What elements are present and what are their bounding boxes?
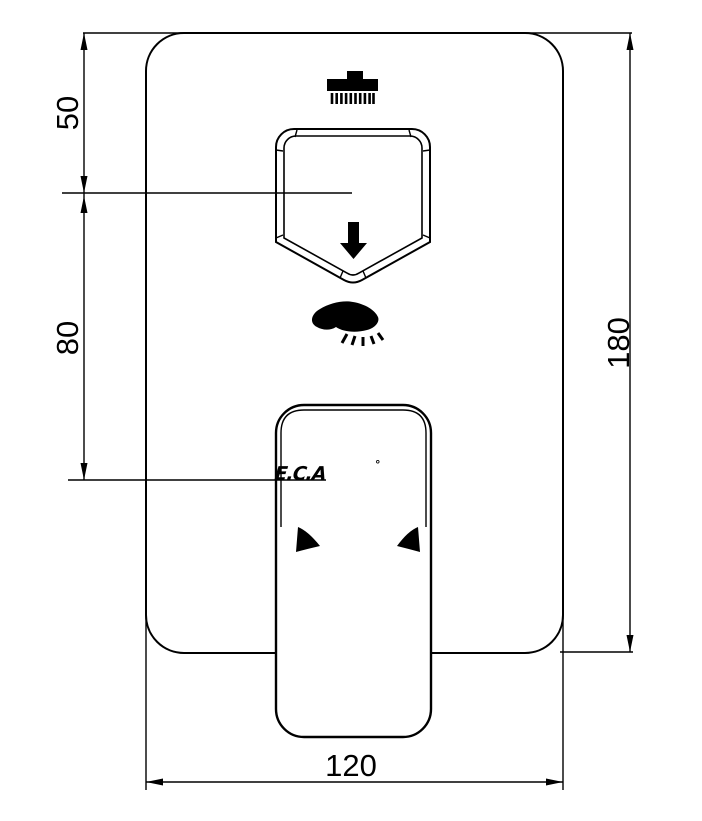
diverter-outer-line	[275, 128, 431, 284]
overhead-shower-icon	[327, 71, 378, 104]
handle	[274, 403, 433, 739]
dim-120-arrow-right	[546, 778, 563, 786]
dim-180-label: 180	[601, 317, 636, 369]
dim-180-arrow-up	[626, 33, 634, 50]
brand-mark: °	[375, 458, 381, 471]
handle-inner-line	[280, 409, 427, 527]
diverter-segment-ticks	[275, 129, 431, 279]
dim-180-arrow-down	[626, 635, 634, 652]
diverter-button	[275, 128, 431, 284]
hand-shower-icon	[311, 301, 385, 346]
dim-50-arrow-down	[80, 176, 88, 193]
dimension-arrowheads	[80, 33, 634, 786]
down-arrow-icon	[340, 222, 367, 259]
dim-50-arrow-up	[80, 33, 88, 50]
dim-80-arrow-up	[80, 196, 88, 213]
brand-logo: E.C.A	[273, 463, 327, 485]
handle-outline	[274, 403, 433, 739]
dimension-lines	[62, 32, 633, 790]
diverter-inner-line	[283, 135, 423, 276]
dim-50-label: 50	[50, 96, 85, 130]
dim-120-arrow-left	[146, 778, 163, 786]
handle-arrow-left-icon	[296, 527, 320, 552]
dim-80-label: 80	[50, 321, 85, 355]
dim-80-arrow-down	[80, 463, 88, 480]
dim-120-label: 120	[325, 748, 377, 783]
handle-arrow-right-icon	[397, 527, 420, 552]
